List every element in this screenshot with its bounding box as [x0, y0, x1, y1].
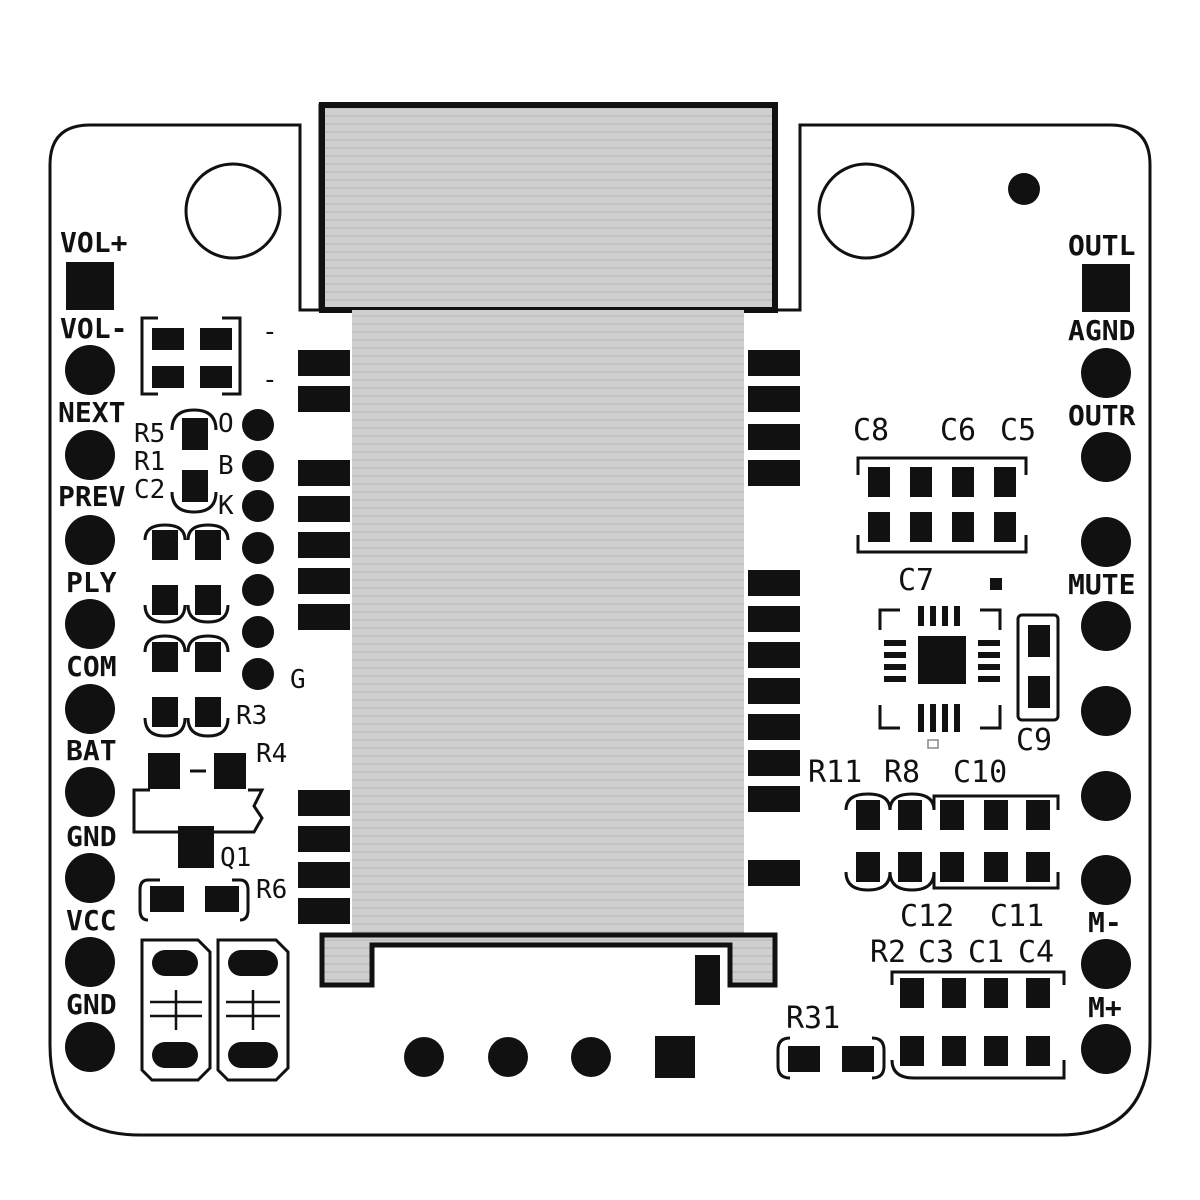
pin-label-outl: OUTL — [1068, 229, 1135, 262]
pin-label-gnd-2: GND — [66, 988, 117, 1021]
c2-label: C2 — [134, 475, 165, 505]
c9-capacitor — [1016, 613, 1060, 722]
c11-label: C11 — [990, 899, 1044, 934]
g-label: G — [290, 665, 306, 695]
c9-label: C9 — [1016, 723, 1052, 758]
module-antenna-area — [319, 102, 778, 313]
pin-label-bat: BAT — [66, 734, 117, 767]
pin-pad-unlabeled-2 — [1081, 686, 1131, 736]
c2-pad — [182, 470, 208, 502]
r1-label: R1 — [134, 447, 165, 477]
c6-label: C6 — [940, 413, 976, 448]
board-outline — [48, 103, 1152, 1137]
pin-pad-agnd — [1081, 348, 1131, 398]
pin-label-gnd-1: GND — [66, 820, 117, 853]
r8-label: R8 — [884, 755, 920, 790]
pin-pad-outl — [1082, 264, 1130, 312]
c4-label: C4 — [1018, 935, 1054, 970]
pin-pad-unlabeled-3 — [1081, 771, 1131, 821]
pin-pad-prev — [65, 515, 115, 565]
pin-label-agnd: AGND — [1068, 314, 1135, 347]
pin-label-mute: MUTE — [1068, 568, 1135, 601]
r6-resistor — [138, 878, 250, 922]
module-body — [352, 310, 744, 935]
c10-label: C10 — [953, 755, 1007, 790]
pin-label-vcc: VCC — [66, 904, 117, 937]
r5-pad — [182, 418, 208, 450]
pin-pad-gnd-2 — [65, 1022, 115, 1072]
r11-label: R11 — [808, 755, 862, 790]
pin-label-next: NEXT — [58, 396, 125, 429]
c5-label: C5 — [1000, 413, 1036, 448]
cap-array-c8-c5 — [856, 456, 1028, 554]
o-label: O — [218, 409, 234, 439]
mounting-hole-left — [184, 162, 282, 260]
r6-label: R6 — [256, 875, 287, 905]
c1-label: C1 — [968, 935, 1004, 970]
pin-pad-com — [65, 684, 115, 734]
module-right-pads — [748, 350, 800, 886]
left-pin-column: VOL+ VOL- NEXT PREV PLY COM BAT GND VCC … — [58, 226, 127, 1072]
r2-label: R2 — [870, 935, 906, 970]
qfn-ic — [878, 606, 1002, 749]
q1-transistor — [132, 753, 265, 868]
pin-label-vol-minus: VOL- — [60, 312, 127, 345]
pin-label-vol-plus: VOL+ — [60, 226, 127, 259]
right-pin-column: OUTL AGND OUTR MUTE M- M+ — [1068, 229, 1136, 1074]
pin-label-outr: OUTR — [1068, 399, 1136, 432]
bulk-capacitors — [140, 938, 290, 1082]
k-label: K — [218, 491, 234, 521]
resistor-pairs-left — [143, 523, 230, 738]
r3-label: R3 — [236, 701, 267, 731]
pin-pad-bat — [65, 767, 115, 817]
r31-resistor — [776, 1036, 886, 1080]
c12-label: C12 — [900, 899, 954, 934]
q1-label: Q1 — [220, 843, 251, 873]
module-left-pads — [298, 350, 350, 924]
resistor-array-r11-c10 — [844, 792, 1060, 892]
pin-pad-unlabeled-1 — [1081, 517, 1131, 567]
pin-pad-next — [65, 430, 115, 480]
r31-label: R31 — [786, 1001, 840, 1036]
pin-label-prev: PREV — [58, 480, 126, 513]
pin-pad-outr — [1081, 432, 1131, 482]
test-point-column — [242, 409, 274, 690]
pin1-marker — [990, 578, 1002, 590]
pin-pad-vcc — [65, 937, 115, 987]
c8-label: C8 — [853, 413, 889, 448]
pin-pad-mute — [1081, 601, 1131, 651]
top-left-component: - - — [140, 316, 278, 396]
r4-label: R4 — [256, 739, 287, 769]
r5-label: R5 — [134, 419, 165, 449]
module-small-pad — [695, 955, 720, 1005]
cap-array-r2-c4 — [890, 970, 1066, 1080]
fiducial-dot — [1008, 173, 1040, 205]
c7-label: C7 — [898, 563, 934, 598]
module-bottom-tab — [319, 932, 778, 988]
pin-pad-vol-plus — [66, 262, 114, 310]
mounting-hole-right — [817, 162, 915, 260]
pin-pad-m-plus — [1081, 1024, 1131, 1074]
pin-pad-ply — [65, 599, 115, 649]
pin-label-com: COM — [66, 650, 117, 683]
pin-pad-m-minus — [1081, 939, 1131, 989]
dash-label-2: - — [262, 365, 278, 395]
pin-label-ply: PLY — [66, 566, 117, 599]
pin-pad-unlabeled-4 — [1081, 855, 1131, 905]
pin-label-m-plus: M+ — [1088, 991, 1122, 1024]
dash-label-1: - — [262, 317, 278, 347]
c3-label: C3 — [918, 935, 954, 970]
pin-pad-gnd-1 — [65, 853, 115, 903]
b-label: B — [218, 451, 234, 481]
pin-label-m-minus: M- — [1088, 906, 1122, 939]
pin-pad-vol-minus — [65, 345, 115, 395]
bottom-header-pads — [404, 1036, 695, 1078]
